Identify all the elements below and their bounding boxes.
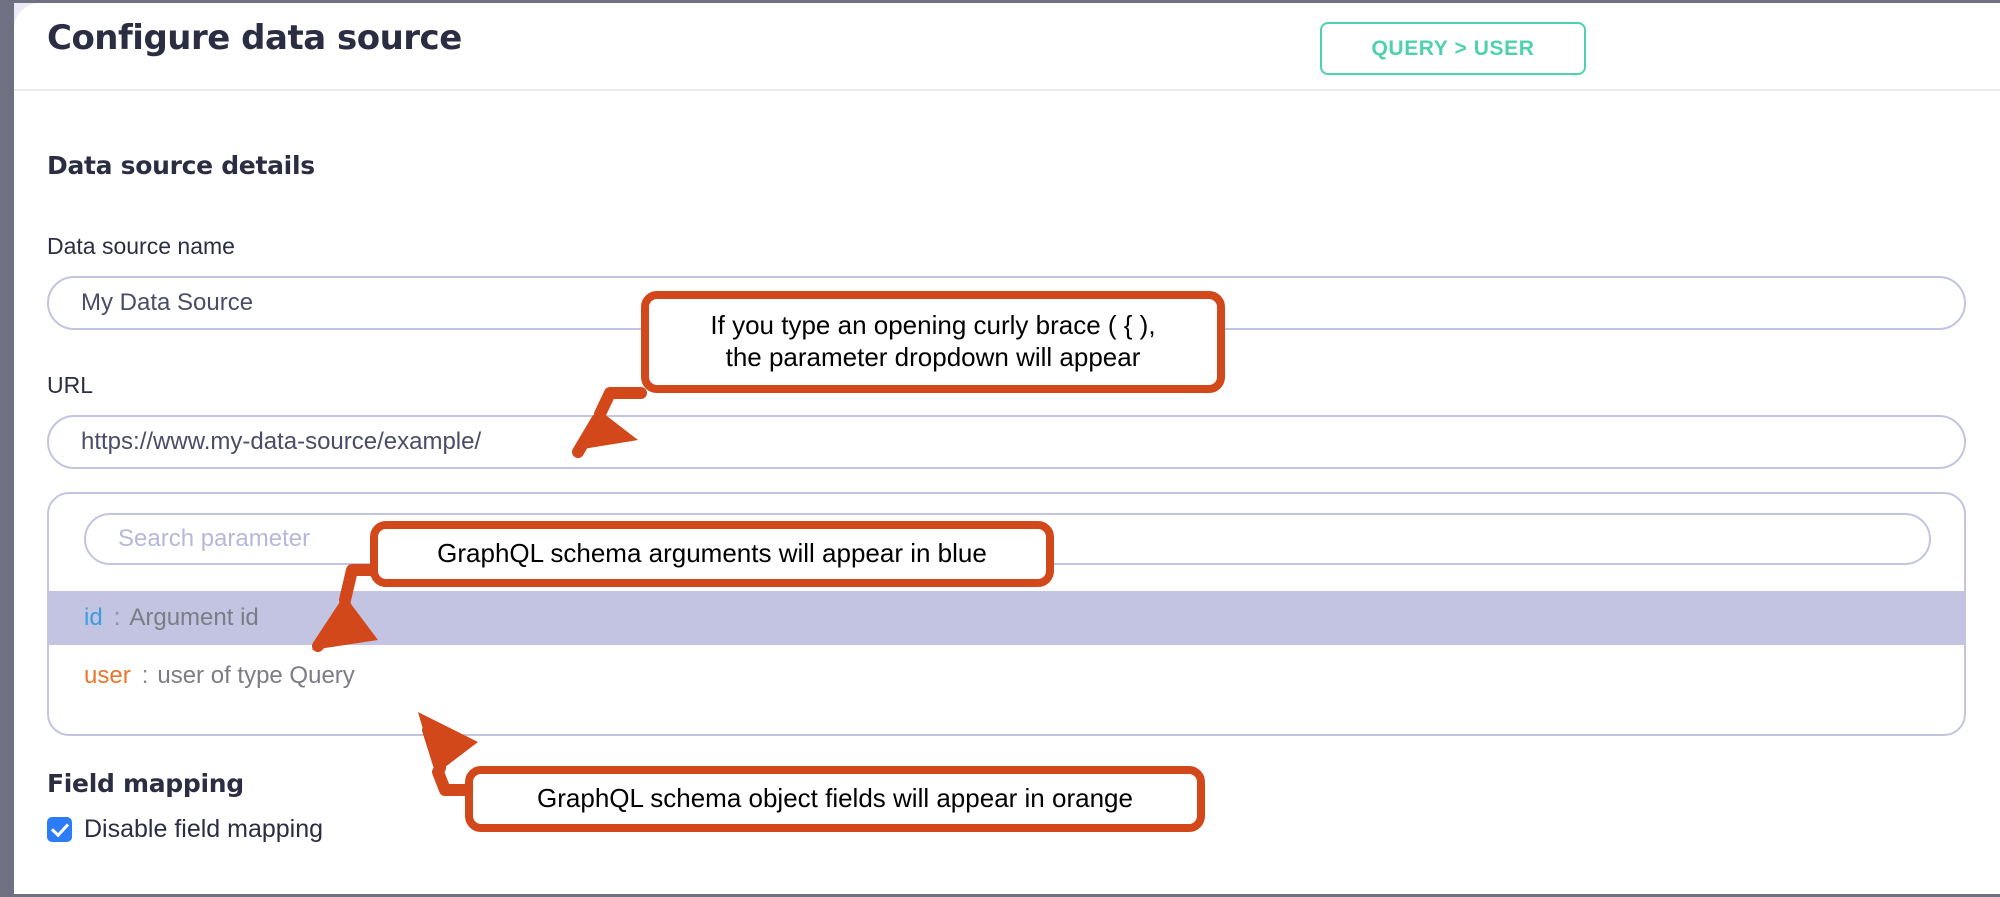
parameter-dropdown-panel: Search parameter id : Argument id user :…	[47, 492, 1966, 736]
param-key: user	[84, 662, 131, 689]
search-parameter-input[interactable]: Search parameter	[84, 513, 1931, 565]
url-input[interactable]: https://www.my-data-source/example/	[47, 415, 1966, 469]
card-header: Configure data source QUERY > USER	[14, 3, 2000, 91]
url-label: URL	[47, 372, 94, 398]
disable-field-mapping-checkbox[interactable]	[47, 817, 72, 842]
param-option-user[interactable]: user : user of type Query	[49, 649, 1964, 703]
field-mapping-heading: Field mapping	[47, 769, 244, 798]
param-key: id	[84, 604, 103, 631]
data-source-name-input[interactable]: My Data Source	[47, 276, 1966, 330]
disable-field-mapping-label: Disable field mapping	[84, 815, 324, 843]
param-option-id[interactable]: id : Argument id	[49, 591, 1964, 645]
disable-field-mapping-row[interactable]: Disable field mapping	[47, 815, 323, 844]
param-description: Argument id	[129, 604, 259, 631]
page-title: Configure data source	[47, 18, 462, 58]
data-source-details-heading: Data source details	[47, 151, 315, 180]
data-source-name-label: Data source name	[47, 233, 235, 259]
param-description: user of type Query	[157, 662, 355, 689]
query-user-button[interactable]: QUERY > USER	[1320, 22, 1586, 75]
param-colon: :	[141, 662, 149, 689]
configure-data-source-card: Configure data source QUERY > USER Data …	[14, 3, 2000, 894]
param-colon: :	[113, 604, 121, 631]
